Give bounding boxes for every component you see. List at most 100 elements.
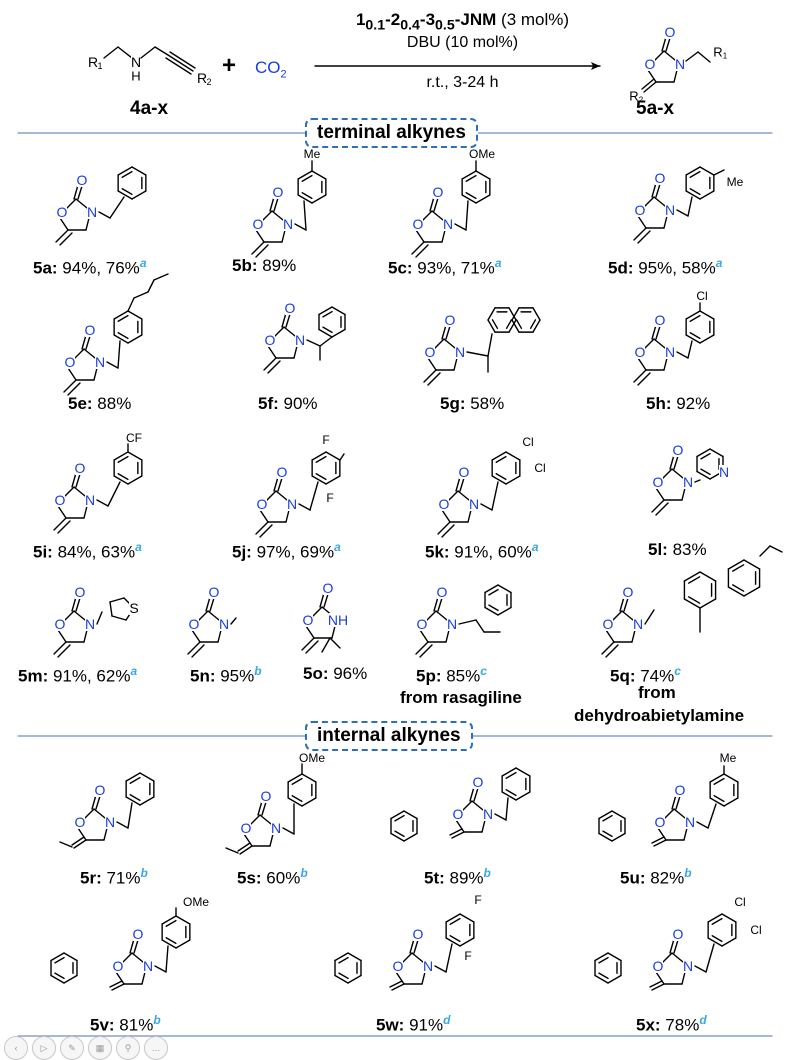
bond xyxy=(322,310,333,318)
bond xyxy=(57,505,67,519)
bond xyxy=(274,326,285,337)
bond xyxy=(657,827,667,841)
bond xyxy=(309,481,319,511)
bond xyxy=(696,821,709,829)
co2-text: CO xyxy=(255,58,281,77)
atom-label: O xyxy=(77,172,88,188)
yield-label-5p: 5p: 85%c xyxy=(416,664,487,686)
bond xyxy=(651,836,665,844)
label-mask xyxy=(655,313,665,327)
bond xyxy=(448,490,459,501)
label-mask xyxy=(437,585,447,599)
bond xyxy=(461,170,477,180)
bond xyxy=(402,952,413,963)
bond xyxy=(277,477,283,492)
bond xyxy=(663,357,668,371)
bond xyxy=(133,939,139,954)
bond xyxy=(641,78,655,90)
atom-label: O xyxy=(241,820,252,836)
bond xyxy=(415,244,429,258)
bond xyxy=(688,576,701,584)
bond xyxy=(723,773,739,783)
label-mask xyxy=(469,497,479,511)
more-icon[interactable]: … xyxy=(144,1036,168,1060)
compound-id: 5m: xyxy=(18,666,49,686)
compound-id: 5b: xyxy=(232,256,258,275)
bond xyxy=(605,629,615,643)
bond xyxy=(643,81,657,93)
bond xyxy=(239,845,253,855)
label-mask xyxy=(143,959,153,973)
bond xyxy=(318,306,333,316)
compound-id: 5f: xyxy=(258,394,279,413)
bond xyxy=(305,640,319,654)
catalyst-formula: 10.1-20.4-30.5-JNM xyxy=(355,10,497,34)
bond xyxy=(281,229,286,243)
substituent-cl: Cl xyxy=(522,435,533,449)
bond xyxy=(685,166,701,176)
bond xyxy=(109,597,125,603)
bond xyxy=(415,229,425,243)
bond xyxy=(394,830,405,838)
label-mask xyxy=(189,617,199,631)
bond xyxy=(723,797,739,807)
bond xyxy=(237,842,251,852)
bond xyxy=(305,625,315,639)
atom-label: O xyxy=(75,814,86,830)
atom-label: O xyxy=(655,312,666,328)
substituent-cl: Cl xyxy=(734,895,745,909)
zoom-icon[interactable]: ⚲ xyxy=(116,1036,140,1060)
bond xyxy=(98,211,111,219)
bond xyxy=(93,808,106,819)
footnote-marker: b xyxy=(140,866,148,880)
atom-label: S xyxy=(129,600,138,616)
bond xyxy=(67,367,77,381)
play-icon[interactable]: ▷ xyxy=(32,1036,56,1060)
substituent-f: F xyxy=(474,893,481,907)
label-mask xyxy=(635,345,645,359)
grid-icon[interactable]: ▦ xyxy=(88,1036,112,1060)
bond xyxy=(303,200,307,231)
yield-label-5b: 5b: 89% xyxy=(232,256,297,275)
bond xyxy=(602,830,613,838)
bond xyxy=(727,559,745,570)
bond xyxy=(63,974,78,984)
bond xyxy=(505,797,509,821)
label-mask xyxy=(675,783,685,797)
bond xyxy=(480,503,493,511)
base-text: DBU (10 mol%) xyxy=(406,34,519,51)
bond xyxy=(198,610,209,621)
atom-label: O xyxy=(285,300,296,316)
bond xyxy=(651,983,665,991)
atom-label: N xyxy=(469,496,479,512)
bond xyxy=(165,919,177,927)
atom-label: N xyxy=(85,492,95,508)
substituent-cf3: CF xyxy=(126,431,142,445)
atom-label: O xyxy=(57,204,68,220)
bond xyxy=(505,475,521,485)
bond xyxy=(433,596,439,612)
yield-label-5a: 5a: 94%, 76%a xyxy=(33,256,147,278)
bond xyxy=(338,956,349,964)
bond xyxy=(664,808,675,819)
label-mask xyxy=(483,807,493,821)
prev-icon[interactable]: ‹ xyxy=(4,1036,28,1060)
atom-label: NH xyxy=(328,612,348,628)
bond xyxy=(77,185,83,200)
bond xyxy=(50,952,65,962)
bond xyxy=(187,641,201,655)
bond xyxy=(161,939,177,949)
atom-label: O xyxy=(653,958,664,974)
label-mask xyxy=(665,203,675,217)
label-mask xyxy=(673,927,683,941)
bond xyxy=(117,46,133,59)
label-mask xyxy=(75,585,85,599)
bond xyxy=(390,832,405,842)
bond xyxy=(106,361,119,369)
pen-icon[interactable]: ✎ xyxy=(60,1036,84,1060)
bond xyxy=(301,797,317,807)
bond xyxy=(488,604,499,612)
atom-label: O xyxy=(113,958,124,974)
bond xyxy=(709,773,725,783)
footnote-marker: c xyxy=(480,664,487,678)
